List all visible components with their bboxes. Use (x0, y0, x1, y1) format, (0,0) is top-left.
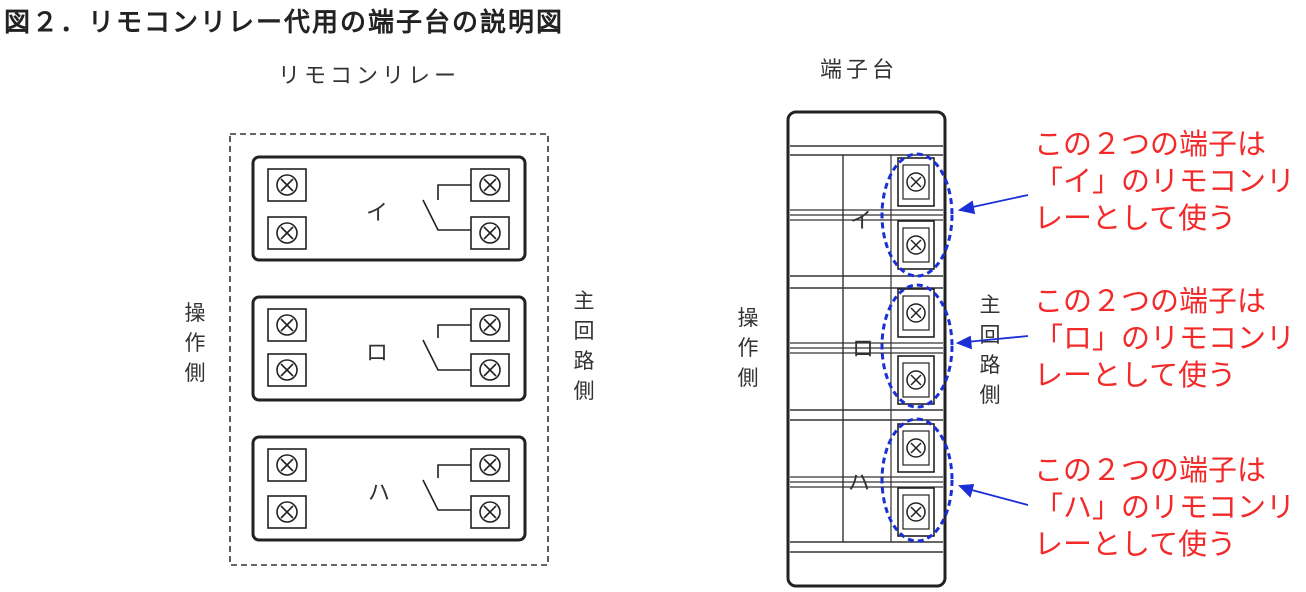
screw-icon (897, 355, 935, 405)
screw-icon (267, 216, 307, 250)
screw-icon (470, 308, 510, 342)
terminal-main-circuit-side-label: 主回路側 (979, 293, 1001, 407)
screw-icon (267, 353, 307, 387)
highlight-ellipse-i (880, 152, 954, 278)
screw-icon (267, 448, 307, 482)
screw-icon (267, 168, 307, 202)
screw-icon (470, 168, 510, 202)
arrow-i (967, 194, 1029, 209)
terminal-label-i: イ (850, 209, 872, 234)
terminal-label-ha: ハ (848, 471, 870, 496)
screw-icon (470, 216, 510, 250)
relay-enclosure (229, 133, 549, 566)
terminal-label-ro: ロ (852, 337, 874, 362)
screw-icon (470, 448, 510, 482)
note-ha: この２つの端子は 「ハ」のリモコンリ レーとして使う (1034, 453, 1296, 561)
screw-icon (897, 220, 935, 270)
screw-icon (897, 487, 935, 537)
relay-label-ro: ロ (366, 341, 388, 366)
screw-icon (897, 288, 935, 338)
relay-label-i: イ (366, 201, 388, 226)
screw-icon (267, 308, 307, 342)
terminal-block: イ ロ ハ (786, 110, 947, 588)
screw-icon (897, 423, 935, 473)
note-ro: この２つの端子は 「ロ」のリモコンリ レーとして使う (1034, 284, 1296, 392)
screw-icon (470, 495, 510, 529)
relay-heading: リモコンリレー (278, 64, 461, 89)
screw-icon (470, 353, 510, 387)
terminal-operation-side-label: 操作側 (737, 306, 759, 390)
relay-unit-ro: ロ (251, 295, 527, 402)
screw-icon (897, 157, 935, 207)
arrow-ha (967, 488, 1029, 506)
relay-label-ha: ハ (368, 481, 390, 506)
relay-main-circuit-side-label: 主回路側 (573, 289, 595, 403)
relay-unit-i: イ (251, 155, 527, 262)
highlight-ellipse-ro (880, 283, 954, 409)
terminal-block-heading: 端子台 (820, 58, 899, 83)
highlight-ellipse-ha (880, 417, 954, 543)
note-i: この２つの端子は 「イ」のリモコンリ レーとして使う (1034, 127, 1296, 235)
figure-title: 図２．リモコンリレー代用の端子台の説明図 (4, 8, 565, 38)
relay-operation-side-label: 操作側 (184, 301, 206, 385)
relay-unit-ha: ハ (251, 435, 527, 542)
arrow-ro (965, 335, 1029, 343)
screw-icon (267, 495, 307, 529)
